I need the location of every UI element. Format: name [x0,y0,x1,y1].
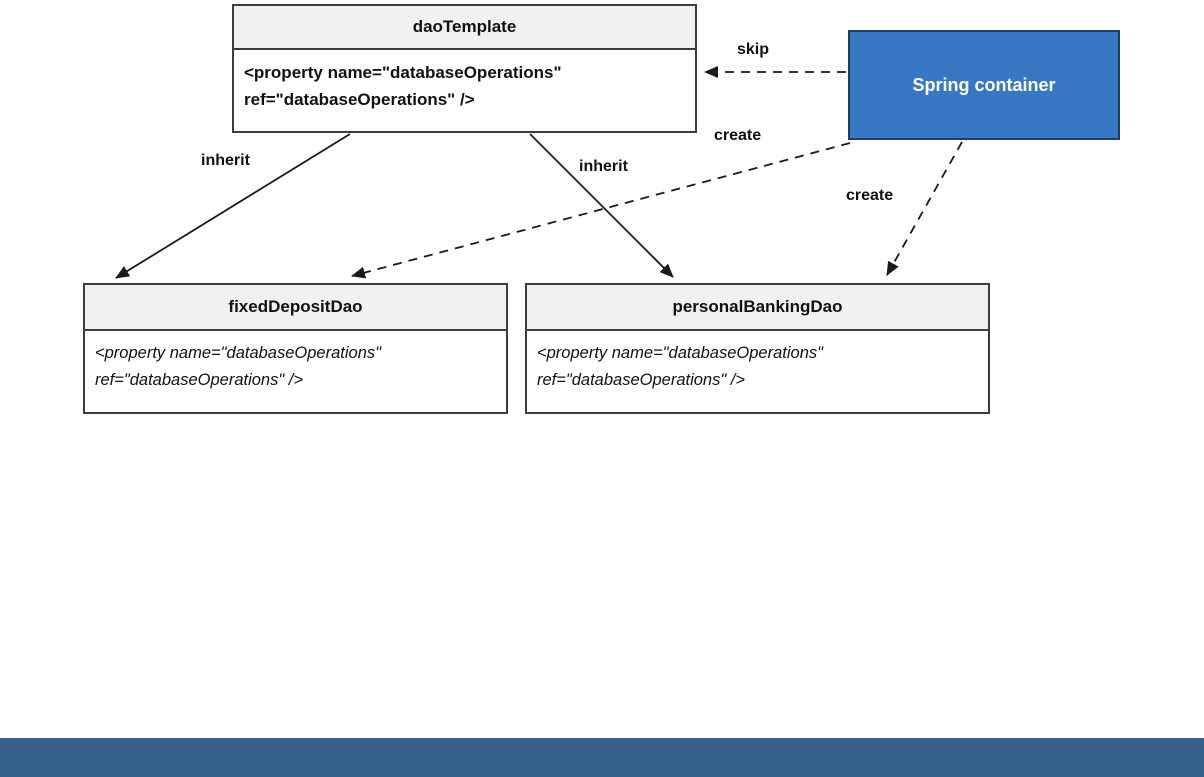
node-dao-template-title: daoTemplate [234,6,695,50]
edge-label-inherit-to-personal: inherit [579,158,628,175]
spring-container-label: Spring container [912,74,1056,95]
edge-label-skip: skip [737,41,770,58]
property-xml-line1: <property name="databaseOperations" [244,63,562,82]
edge-label-create-to-personal: create [846,187,894,204]
edge-label-inherit-to-fixed: inherit [201,152,250,169]
node-personal-banking-dao-title: personalBankingDao [527,285,988,331]
node-fixed-deposit-dao-body: <property name="databaseOperations" ref=… [85,331,506,394]
edge-label-create-to-fixed: create [714,127,762,144]
node-personal-banking-dao-body: <property name="databaseOperations" ref=… [527,331,988,394]
property-xml-line2: ref="databaseOperations" /> [537,371,746,389]
node-personal-banking-dao: personalBankingDao <property name="datab… [525,283,990,414]
node-fixed-deposit-dao-title: fixedDepositDao [85,285,506,331]
property-xml-line1: <property name="databaseOperations" [537,344,823,362]
node-spring-container: Spring container [848,30,1120,140]
property-xml-line1: <property name="databaseOperations" [95,344,381,362]
footer-bar [0,738,1204,777]
edge-inherit-to-personal [529,133,674,278]
property-xml-line2: ref="databaseOperations" /> [95,371,304,389]
node-fixed-deposit-dao: fixedDepositDao <property name="database… [83,283,508,414]
node-dao-template: daoTemplate <property name="databaseOper… [232,4,697,133]
edge-create-to-personal [886,141,963,276]
property-xml-line2: ref="databaseOperations" /> [244,90,475,109]
node-dao-template-body: <property name="databaseOperations" ref=… [234,50,695,113]
